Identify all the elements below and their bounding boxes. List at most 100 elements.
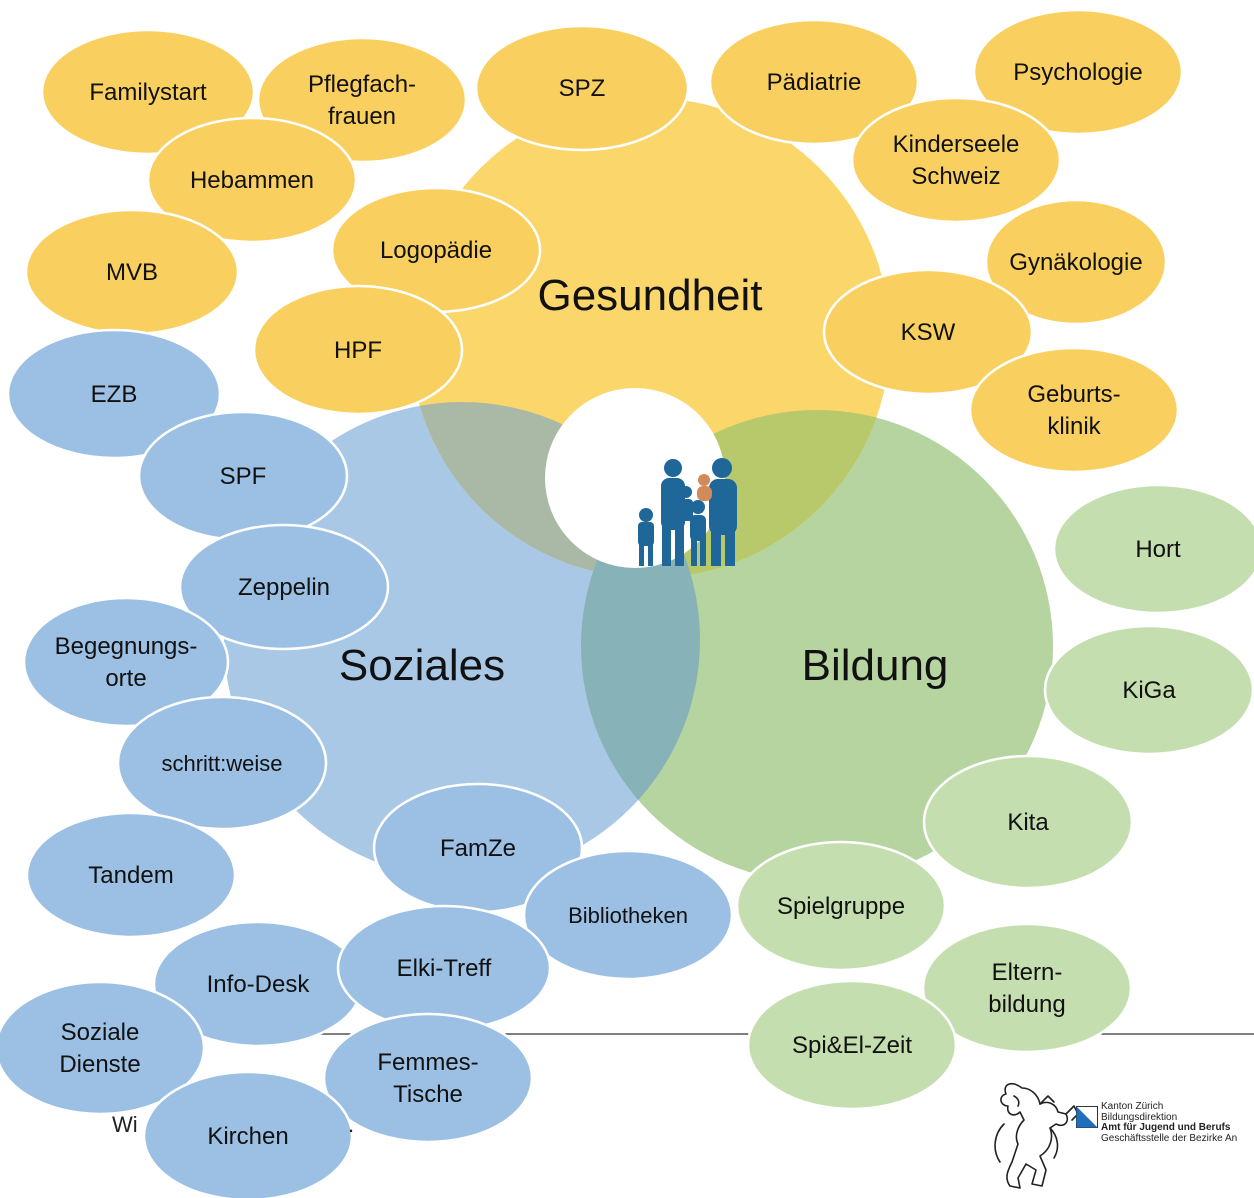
- bubble-paediatrie: Pädiatrie: [708, 18, 920, 146]
- bubble-famze: FamZe: [372, 782, 584, 914]
- bubble-hebammen-label-0: Hebammen: [190, 167, 314, 194]
- logo-line-4: Geschäftsstelle der Bezirke An: [1101, 1132, 1238, 1144]
- bubble-kita: Kita: [922, 754, 1134, 890]
- bubble-psychologie: Psychologie: [972, 8, 1184, 136]
- zurich-flag-icon: [1076, 1106, 1098, 1128]
- bubble-geburtsklinik: Geburts-klinik: [968, 346, 1180, 474]
- bubble-hort-shape: [1052, 483, 1254, 615]
- bubble-mvb-label-0: MVB: [106, 259, 158, 286]
- bubble-soziale-dienste-label-1: Dienste: [59, 1051, 140, 1078]
- bubble-spi-el-zeit: Spi&El-Zeit: [746, 979, 958, 1111]
- bubble-gynaekologie: Gynäkologie: [984, 198, 1168, 326]
- bubble-femmes-tische: Femmes-Tische: [322, 1012, 534, 1144]
- bubble-zeppelin-shape: [178, 523, 390, 651]
- service-bubbles: Familystart Pflegfach-frauen SPZ Pädiatrie P…: [0, 8, 1254, 1198]
- bubble-spi-el-zeit-shape: [746, 979, 958, 1111]
- child-left-figure: [638, 508, 654, 566]
- bubble-paediatrie-label-0: Pädiatrie: [767, 69, 862, 96]
- bubble-ezb: EZB: [6, 328, 222, 460]
- bubble-logopaedie-label-0: Logopädie: [380, 237, 492, 264]
- bubble-ksw: KSW: [822, 268, 1034, 396]
- bubble-gynaekologie-label-0: Gynäkologie: [1009, 249, 1142, 276]
- bubble-spz-shape: [474, 24, 690, 152]
- bubble-geburtsklinik-shape: [968, 346, 1180, 474]
- bubble-ezb-shape: [6, 328, 222, 460]
- bubble-tandem: Tandem: [25, 811, 237, 939]
- bubble-famze-label-0: FamZe: [440, 835, 516, 862]
- bubble-hpf: HPF: [252, 284, 464, 416]
- bubble-femmes-tische-shape: [322, 1012, 534, 1144]
- zurich-lion-crest-icon: [994, 1082, 1079, 1189]
- bubble-elternbildung: Eltern-bildung: [921, 922, 1133, 1054]
- bubble-psychologie-shape: [972, 8, 1184, 136]
- bubble-kiga-shape: [1043, 624, 1254, 756]
- bubble-hpf-label-0: HPF: [334, 337, 382, 364]
- bubble-bibliotheken-label-0: Bibliotheken: [568, 903, 688, 928]
- bubble-geburtsklinik-label-1: klinik: [1047, 413, 1101, 440]
- child-middle-figure: [680, 486, 693, 521]
- bubble-zeppelin: Zeppelin: [178, 523, 390, 651]
- bubble-elternbildung-shape: [921, 922, 1133, 1054]
- bubble-hpf-shape: [252, 284, 464, 416]
- bubble-info-desk-label-0: Info-Desk: [207, 971, 311, 998]
- bubble-geburtsklinik-label-0: Geburts-: [1027, 381, 1120, 408]
- bubble-elternbildung-label-0: Eltern-: [992, 959, 1063, 986]
- bubble-begegnungsorte-label-0: Begegnungs-: [55, 633, 198, 660]
- kanton-zuerich-logo: Kanton Zürich Bildungsdirektion Amt für …: [984, 1074, 1254, 1198]
- bubble-ksw-shape: [822, 268, 1034, 396]
- bubble-tandem-label-0: Tandem: [88, 862, 173, 889]
- bubble-pflegfachfrauen-label-0: Pflegfach-: [308, 71, 416, 98]
- bubble-soziale-dienste-label-0: Soziale: [61, 1019, 140, 1046]
- bubble-soziale-dienste-shape: [0, 980, 206, 1116]
- bubble-pflegfachfrauen-label-1: frauen: [328, 103, 396, 130]
- bubble-hort: Hort: [1052, 483, 1254, 615]
- bubble-kirchen-shape: [142, 1070, 354, 1198]
- bubble-paediatrie-shape: [708, 18, 920, 146]
- bubble-kirchen: Kirchen: [142, 1070, 354, 1198]
- footer-dot: .: [348, 1112, 355, 1137]
- bubble-schrittweise-shape: [116, 695, 328, 831]
- logo-line-1: Kanton Zürich: [1101, 1101, 1164, 1112]
- bubble-begegnungsorte: Begegnungs-orte: [22, 596, 230, 728]
- bubble-begegnungsorte-label-1: orte: [105, 665, 146, 692]
- footer-text: Wi: [112, 1112, 138, 1137]
- bubble-schrittweise-label-0: schritt:weise: [161, 751, 282, 776]
- bubble-mvb: MVB: [24, 208, 240, 336]
- bubble-spf-label-0: SPF: [220, 463, 267, 490]
- soziales-label: Soziales: [339, 641, 505, 690]
- family-icon: [638, 458, 737, 566]
- bubble-hebammen-shape: [146, 116, 358, 244]
- bubble-bibliotheken-shape: [522, 849, 734, 981]
- center-node: [545, 388, 737, 568]
- bubble-spielgruppe-shape: [735, 840, 947, 972]
- bubble-info-desk: Info-Desk: [152, 920, 364, 1048]
- bubble-hebammen: Hebammen: [146, 116, 358, 244]
- bubble-familystart: Familystart: [40, 28, 256, 156]
- bubble-kita-shape: [922, 754, 1134, 890]
- bubble-femmes-tische-label-1: Tische: [393, 1081, 463, 1108]
- logo-text: Kanton Zürich Bildungsdirektion Amt für …: [1101, 1101, 1238, 1144]
- adult-right-figure: [709, 458, 737, 566]
- child-right-figure: [690, 500, 706, 566]
- adult-left-figure: [661, 459, 685, 566]
- bubble-spi-el-zeit-label-0: Spi&El-Zeit: [792, 1032, 912, 1059]
- bubble-familystart-label-0: Familystart: [89, 79, 207, 106]
- bildung-label: Bildung: [802, 641, 949, 690]
- bubble-kirchen-label-0: Kirchen: [207, 1123, 288, 1150]
- bubble-elternbildung-label-1: bildung: [988, 991, 1065, 1018]
- baby-figure: [697, 474, 712, 501]
- gesundheit-label: Gesundheit: [537, 271, 762, 320]
- bubble-kinderseele-label-1: Schweiz: [911, 163, 1000, 190]
- logo-line-2: Bildungsdirektion: [1101, 1111, 1178, 1123]
- bubble-spielgruppe-label-0: Spielgruppe: [777, 893, 905, 920]
- bubble-kinderseele-label-0: Kinderseele: [893, 131, 1020, 158]
- bubble-elki-treff-label-0: Elki-Treff: [397, 955, 492, 982]
- bubble-ksw-label-0: KSW: [901, 319, 956, 346]
- bubble-tandem-shape: [25, 811, 237, 939]
- bubble-spielgruppe: Spielgruppe: [735, 840, 947, 972]
- bubble-zeppelin-label-0: Zeppelin: [238, 574, 330, 601]
- bubble-spz-label-0: SPZ: [559, 75, 606, 102]
